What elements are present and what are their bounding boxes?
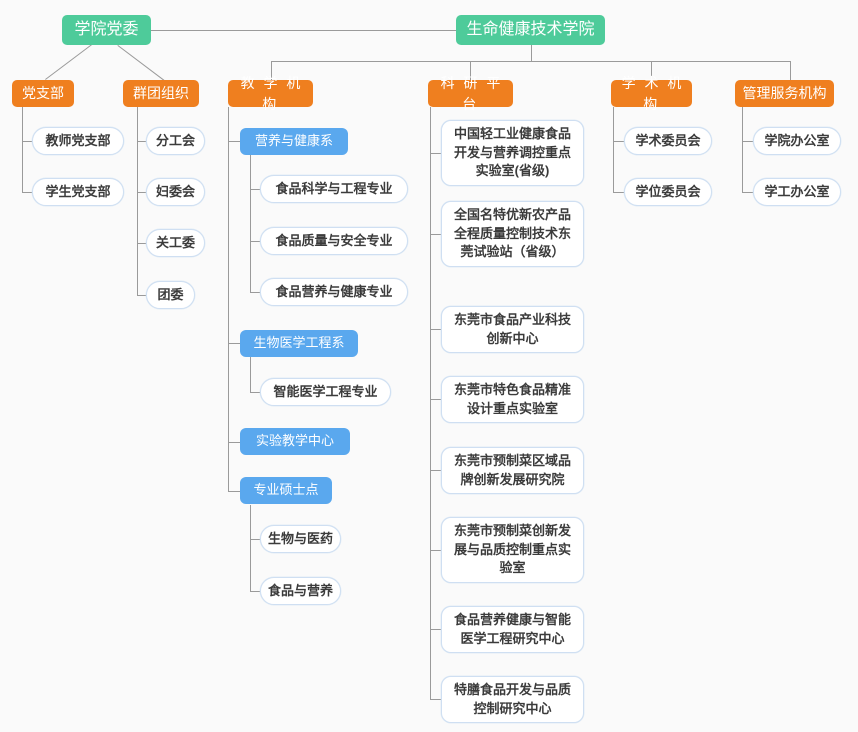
connector-party-to-quntuan bbox=[117, 45, 165, 81]
connector-dangzhibu-stub-2 bbox=[22, 192, 32, 193]
leaf-college-office[interactable]: 学院办公室 bbox=[753, 127, 841, 155]
leaf-womens-committee[interactable]: 妇委会 bbox=[146, 178, 205, 206]
leaf-intelligent-medical-eng-major[interactable]: 智能医学工程专业 bbox=[260, 378, 391, 406]
connector-root-stem bbox=[531, 45, 532, 61]
leaf-youth-work-committee[interactable]: 关工委 bbox=[146, 229, 205, 257]
leaf-prepared-dish-quality-key-lab[interactable]: 东莞市预制菜创新发 展与品质控制重点实 验室 bbox=[441, 517, 584, 583]
leaf-student-affairs-office[interactable]: 学工办公室 bbox=[753, 178, 841, 206]
connector-nutrition-bus bbox=[250, 155, 251, 293]
leaf-light-industry-key-lab[interactable]: 中国轻工业健康食品 开发与营养调控重点 实验室(省级) bbox=[441, 120, 584, 186]
node-experimental-teaching-center[interactable]: 实验教学中心 bbox=[240, 428, 350, 455]
node-party-branch[interactable]: 党支部 bbox=[12, 80, 74, 107]
leaf-nutrition-intelligent-medical-center[interactable]: 食品营养健康与智能 医学工程研究中心 bbox=[441, 606, 584, 653]
node-college-root[interactable]: 生命健康技术学院 bbox=[456, 15, 605, 45]
leaf-youth-league-committee[interactable]: 团委 bbox=[146, 281, 195, 309]
connector-jiaoxue-stub-2 bbox=[228, 343, 240, 344]
connector-root-bus bbox=[271, 61, 790, 62]
leaf-academic-committee[interactable]: 学术委员会 bbox=[624, 127, 712, 155]
connector-jiaoxue-stub-4 bbox=[228, 491, 240, 492]
connector-nutrition-stub-1 bbox=[250, 189, 260, 190]
connector-party-to-root bbox=[151, 30, 456, 31]
leaf-student-party-branch[interactable]: 学生党支部 bbox=[32, 178, 124, 206]
connector-keyan-stub-8 bbox=[430, 699, 441, 700]
leaf-labor-union[interactable]: 分工会 bbox=[146, 127, 205, 155]
connector-keyan-stub-6 bbox=[430, 550, 441, 551]
leaf-food-industry-innovation-center[interactable]: 东莞市食品产业科技 创新中心 bbox=[441, 306, 584, 353]
leaf-degree-committee[interactable]: 学位委员会 bbox=[624, 178, 712, 206]
connector-quntuan-stub-3 bbox=[137, 243, 146, 244]
node-teaching-units[interactable]: 教 学 机 构 bbox=[228, 75, 313, 112]
connector-bus-to-xueshu bbox=[651, 61, 652, 80]
connector-keyan-stub-1 bbox=[430, 153, 441, 154]
connector-dangzhibu-bus bbox=[22, 107, 23, 193]
connector-nutrition-stub-3 bbox=[250, 292, 260, 293]
connector-xueshu-stub-2 bbox=[613, 192, 624, 193]
node-party-committee[interactable]: 学院党委 bbox=[62, 15, 151, 45]
leaf-biology-medicine[interactable]: 生物与医药 bbox=[260, 525, 341, 553]
connector-keyan-stub-3 bbox=[430, 329, 441, 330]
connector-guanli-stub-2 bbox=[742, 192, 753, 193]
connector-quntuan-stub-2 bbox=[137, 192, 146, 193]
leaf-special-diet-food-center[interactable]: 特膳食品开发与品质 控制研究中心 bbox=[441, 676, 584, 723]
leaf-teacher-party-branch[interactable]: 教师党支部 bbox=[32, 127, 124, 155]
node-academic-bodies[interactable]: 学 术 机 构 bbox=[611, 75, 692, 112]
connector-master-stub-1 bbox=[250, 539, 260, 540]
connector-bus-to-guanli bbox=[790, 61, 791, 80]
connector-xueshu-stub-1 bbox=[613, 141, 624, 142]
connector-dangzhibu-stub-1 bbox=[22, 141, 32, 142]
leaf-specialty-food-design-key-lab[interactable]: 东莞市特色食品精准 设计重点实验室 bbox=[441, 376, 584, 423]
leaf-food-quality-safety-major[interactable]: 食品质量与安全专业 bbox=[260, 227, 408, 255]
node-research-platforms[interactable]: 科 研 平 台 bbox=[428, 75, 513, 112]
connector-jiaoxue-bus bbox=[228, 107, 229, 491]
connector-nutrition-stub-2 bbox=[250, 241, 260, 242]
connector-jiaoxue-stub-1 bbox=[228, 141, 240, 142]
connector-bioeng-stub-1 bbox=[250, 392, 260, 393]
connector-master-stub-2 bbox=[250, 591, 260, 592]
connector-bioeng-bus bbox=[250, 357, 251, 392]
connector-quntuan-stub-4 bbox=[137, 295, 146, 296]
connector-bus-to-keyan bbox=[470, 61, 471, 80]
leaf-agri-products-test-station[interactable]: 全国名特优新农产品 全程质量控制技术东 莞试验站（省级） bbox=[441, 201, 584, 267]
connector-quntuan-bus bbox=[137, 107, 138, 296]
connector-keyan-stub-7 bbox=[430, 629, 441, 630]
leaf-food-nutrition-health-major[interactable]: 食品营养与健康专业 bbox=[260, 278, 408, 306]
node-admin-service-units[interactable]: 管理服务机构 bbox=[735, 80, 834, 107]
connector-party-to-dangzhibu bbox=[45, 44, 92, 80]
connector-keyan-stub-5 bbox=[430, 470, 441, 471]
node-mass-organizations[interactable]: 群团组织 bbox=[123, 80, 199, 107]
connector-master-bus bbox=[250, 505, 251, 592]
leaf-food-nutrition[interactable]: 食品与营养 bbox=[260, 577, 341, 605]
connector-quntuan-stub-1 bbox=[137, 141, 146, 142]
connector-bus-to-jiaoxue bbox=[271, 61, 272, 80]
node-nutrition-health-dept[interactable]: 营养与健康系 bbox=[240, 128, 348, 155]
connector-keyan-bus bbox=[430, 107, 431, 699]
connector-guanli-bus bbox=[742, 107, 743, 193]
leaf-prepared-dish-brand-institute[interactable]: 东莞市预制菜区域品 牌创新发展研究院 bbox=[441, 447, 584, 494]
node-biomedical-eng-dept[interactable]: 生物医学工程系 bbox=[240, 330, 358, 357]
leaf-food-science-engineering-major[interactable]: 食品科学与工程专业 bbox=[260, 175, 408, 203]
connector-jiaoxue-stub-3 bbox=[228, 442, 240, 443]
connector-keyan-stub-2 bbox=[430, 234, 441, 235]
node-professional-master-program[interactable]: 专业硕士点 bbox=[240, 477, 332, 504]
connector-xueshu-bus bbox=[613, 107, 614, 193]
connector-keyan-stub-4 bbox=[430, 399, 441, 400]
connector-guanli-stub-1 bbox=[742, 141, 753, 142]
